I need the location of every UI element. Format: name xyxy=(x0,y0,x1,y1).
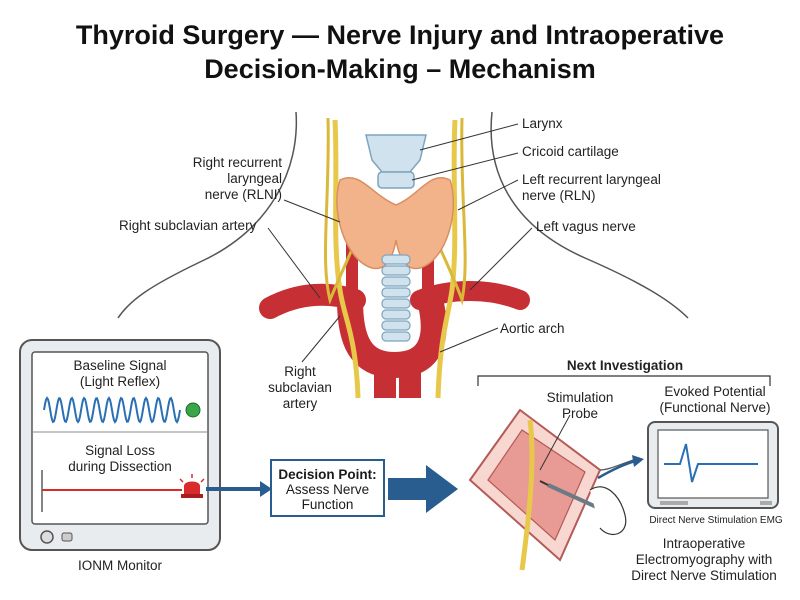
aortic-arch-label: Aortic arch xyxy=(500,321,565,336)
evoked-potential-trace xyxy=(664,443,758,483)
arrow-right-icon xyxy=(388,465,458,513)
decision-line2: Function xyxy=(301,497,354,512)
thyroid-gland xyxy=(336,177,454,270)
neck-outline-right xyxy=(490,111,689,319)
right-subclavian-label-3: artery xyxy=(282,396,318,411)
leader-lines xyxy=(267,123,533,363)
surgeon-hand xyxy=(589,486,627,536)
right-subclavian-label-2: subclavian xyxy=(268,380,332,395)
right-vagus-nerve xyxy=(332,119,361,399)
diagram-title-line1: Thyroid Surgery — Nerve Injury and Intra… xyxy=(75,20,725,50)
right-rln-label-2: laryngeal xyxy=(227,171,282,186)
emg-monitor xyxy=(647,421,779,509)
cricoid-cartilage xyxy=(377,171,415,189)
emg-caption: Direct Nerve Stimulation EMG xyxy=(649,515,783,526)
baseline-label-1: Baseline Signal xyxy=(73,358,167,373)
decision-line1: Assess Nerve xyxy=(285,482,370,497)
right-rln xyxy=(323,117,362,305)
descending-aorta xyxy=(374,365,421,398)
ionm-monitor-caption: IONM Monitor xyxy=(77,558,162,573)
bottom-caption-3: Direct Nerve Stimulation xyxy=(631,568,777,583)
signal-loss-label-1: Signal Loss xyxy=(85,443,155,458)
decision-title: Decision Point: xyxy=(278,467,377,482)
larynx xyxy=(365,134,427,173)
evoked-label-2: (Functional Nerve) xyxy=(659,400,771,415)
right-subclavian-top-label: Right subclavian artery xyxy=(119,218,257,233)
exposed-nerve xyxy=(519,419,535,571)
arrow-right-icon xyxy=(206,481,272,497)
larynx-label: Larynx xyxy=(522,116,563,131)
left-subclavian-artery xyxy=(410,281,530,310)
left-vagus-label: Left vagus nerve xyxy=(536,219,636,234)
status-light-icon xyxy=(185,402,201,418)
bottom-caption-2: Electromyography with xyxy=(635,552,773,567)
right-rln-label-3: nerve (RLNI) xyxy=(204,187,282,202)
investigation-bracket xyxy=(477,375,771,386)
ionm-monitor xyxy=(19,339,221,551)
signal-loss-label-2: during Dissection xyxy=(68,459,172,474)
cricoid-label: Cricoid cartilage xyxy=(522,144,619,159)
bottom-caption-1: Intraoperative xyxy=(662,536,746,551)
decision-point-box: Decision Point: Assess Nerve Function xyxy=(270,459,385,517)
alarm-light-icon xyxy=(179,474,205,498)
left-rln-label-2: nerve (RLN) xyxy=(522,188,596,203)
neck-outline-left xyxy=(117,111,298,319)
probe-label-1: Stimulation xyxy=(546,390,614,405)
diagram-title-line2: Decision-Making – Mechanism xyxy=(204,54,596,84)
probe-label-2: Probe xyxy=(561,406,599,421)
trachea xyxy=(381,254,411,342)
arrow-right-icon xyxy=(597,455,644,480)
probe-leader xyxy=(539,414,571,471)
right-rln-label-1: Right recurrent xyxy=(192,155,282,170)
power-button-icon xyxy=(40,530,54,544)
baseline-waveform xyxy=(43,396,181,424)
right-subclavian-label-1: Right xyxy=(284,364,316,379)
baseline-label-2: (Light Reflex) xyxy=(79,374,161,389)
evoked-label-1: Evoked Potential xyxy=(664,384,766,399)
left-rln xyxy=(430,117,467,306)
next-investigation-header: Next Investigation xyxy=(566,358,684,373)
left-rln-label-1: Left recurrent laryngeal xyxy=(522,172,661,187)
